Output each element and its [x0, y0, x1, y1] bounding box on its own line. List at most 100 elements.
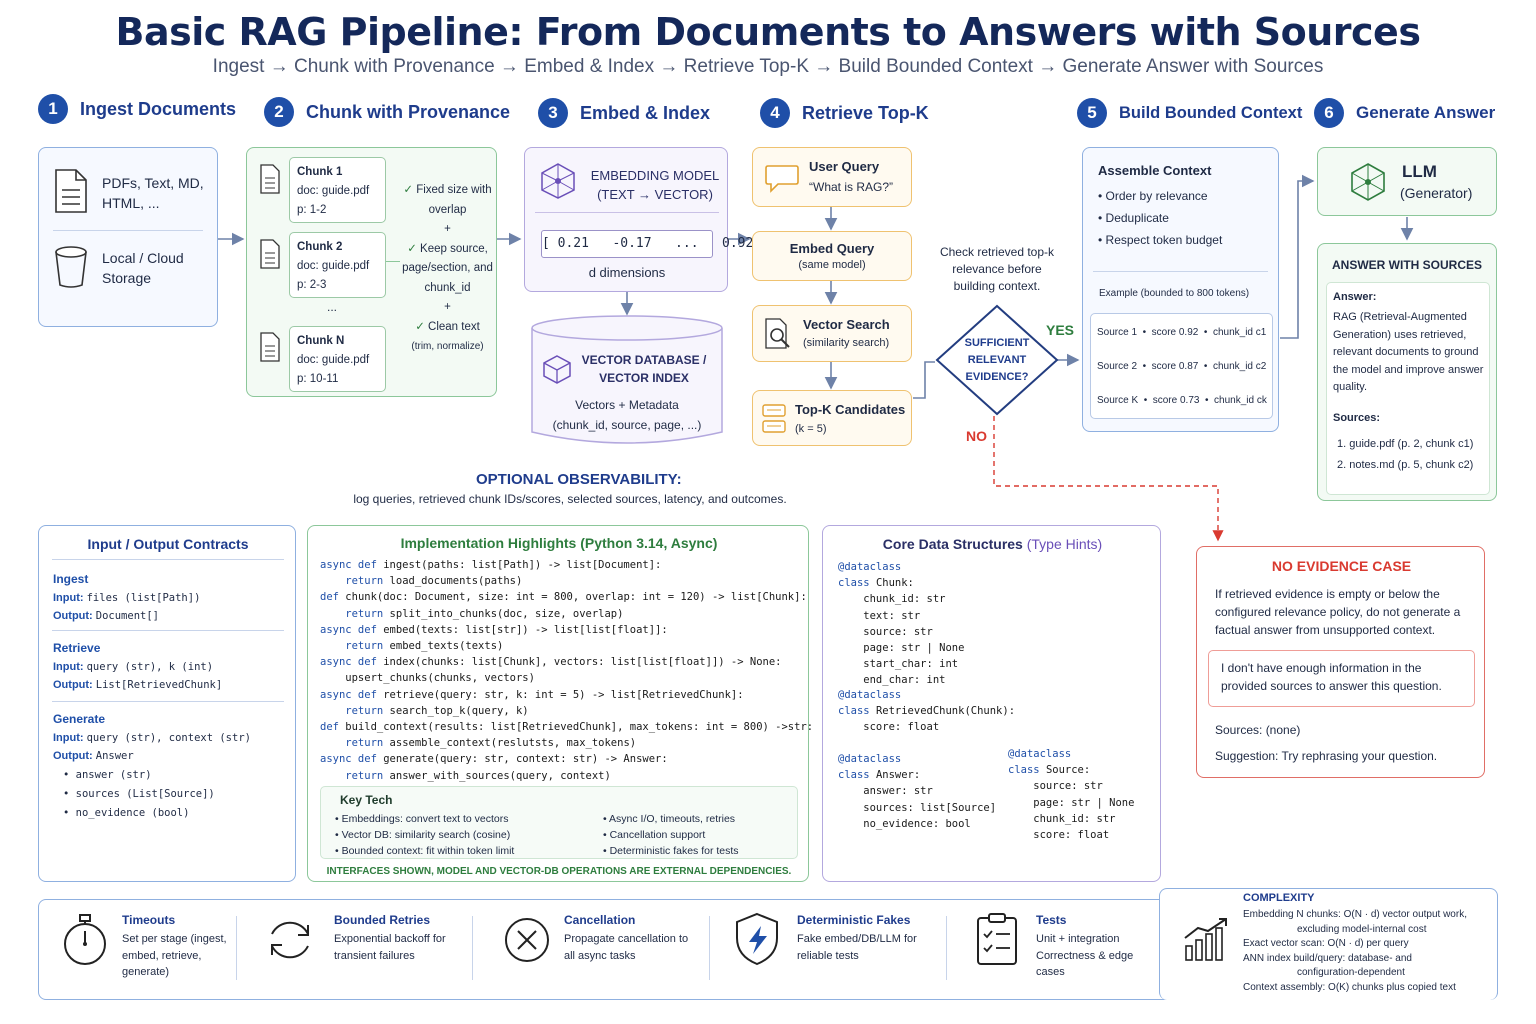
code-line: @dataclass: [838, 753, 902, 765]
chunk-name: Chunk 1: [297, 166, 343, 178]
vector-database-cylinder: [531, 315, 723, 444]
step-label: Generate Answer: [1356, 103, 1496, 122]
chunk-doc: doc: guide.pdf: [297, 260, 370, 272]
step-3-header: 3 Embed & Index: [538, 98, 710, 128]
step-number: 2: [264, 97, 294, 127]
step-number: 6: [1314, 98, 1344, 128]
code-line: class RetrievedChunk(Chunk):: [838, 705, 1016, 718]
step-label: Ingest Documents: [80, 98, 237, 119]
topk-sub: (k = 5): [795, 423, 827, 435]
code-line: @dataclass: [838, 689, 902, 701]
rule-plus: +: [444, 301, 451, 313]
divider: [52, 630, 284, 631]
step-label: Chunk with Provenance: [306, 101, 511, 122]
contracts-box: Input / Output Contracts Ingest Input: f…: [38, 525, 296, 882]
llm-title: LLM: [1402, 162, 1437, 181]
ingest-box: PDFs, Text, MD, HTML, ... Local / Cloud …: [38, 147, 218, 327]
key-tech-right: Async I/O, timeouts, retriesCancellation…: [603, 811, 739, 859]
divider: [535, 212, 719, 213]
contracts-title: Input / Output Contracts: [87, 536, 249, 552]
no-evidence-text: If retrieved evidence is empty or below …: [1215, 587, 1461, 637]
rule-clean-sub: (trim, normalize): [411, 341, 484, 352]
growth-chart-icon: [1184, 918, 1227, 961]
code-line: return load_documents(paths): [320, 575, 523, 588]
step-number: 1: [38, 94, 68, 124]
code-line: return assemble_context(reslutsts, max_t…: [320, 737, 637, 750]
document-icon: [260, 239, 280, 269]
code-line: class Chunk:: [838, 577, 914, 590]
list-icon: [762, 404, 786, 433]
user-query-text: “What is RAG?”: [809, 180, 894, 194]
code-listing: async def ingest(paths: list[Path]) -> l…: [320, 557, 813, 784]
chunk-name: Chunk N: [297, 335, 345, 347]
divider: [946, 916, 947, 980]
topk-title: Top-K Candidates: [795, 402, 906, 417]
code-line: @dataclass: [1008, 748, 1072, 760]
search-document-icon: [765, 318, 790, 349]
code-line: def chunk(doc: Document, size: int = 800…: [320, 591, 807, 604]
connector: [386, 261, 400, 262]
code-line: source: str: [838, 625, 933, 638]
check-icon: ✓: [407, 242, 417, 255]
step-number: 5: [1077, 98, 1107, 128]
embed-query-sub: (same model): [798, 259, 866, 271]
answer-panel: Answer: RAG (Retrieval-Augmented Generat…: [1326, 282, 1490, 495]
implementation-title: Implementation Highlights (Python 3.14, …: [400, 535, 718, 551]
step-number: 3: [538, 98, 568, 128]
stopwatch-icon: [64, 914, 106, 965]
divider: [52, 701, 284, 702]
code-line: page: str | None: [838, 642, 965, 655]
context-box: Assemble Context Order by relevance Dedu…: [1082, 147, 1279, 432]
chunk-doc: doc: guide.pdf: [297, 185, 370, 197]
answer-text: RAG (Retrieval-Augmented Generation) use…: [1333, 311, 1484, 393]
answer-field: answer (str): [63, 766, 251, 785]
code-line: return search_top_k(query, k): [320, 704, 529, 717]
complexity-lines: Embedding N chunks: O(N · d) vector outp…: [1243, 909, 1467, 993]
data-structures-title: Core Data Structures (Type Hints): [882, 536, 1103, 552]
data-structures-box: Core Data Structures (Type Hints) @datac…: [822, 525, 1161, 882]
context-source: Source 2 • score 0.87 • chunk_id c2: [1097, 361, 1267, 372]
answer-field: no_evidence (bool): [63, 804, 251, 823]
code-line: async def ingest(paths: list[Path]) -> l…: [320, 559, 662, 571]
context-sources-panel: Source 1 • score 0.92 • chunk_id c1 Sour…: [1090, 313, 1273, 419]
rule-fixed-size: ✓ Fixed size with overlap: [403, 184, 492, 216]
topk-candidates-box: Top-K Candidates (k = 5): [752, 390, 912, 446]
implementation-footer: INTERFACES SHOWN, MODEL AND VECTOR-DB OP…: [326, 866, 792, 877]
vector-search-sub: (similarity search): [803, 337, 890, 349]
step-label: Retrieve Top-K: [802, 102, 929, 123]
key-tech-panel: Key Tech Embeddings: convert text to vec…: [320, 786, 798, 859]
code-line: source: str: [1008, 780, 1103, 793]
rule-keep-source: ✓ Keep source, page/section, and chunk_i…: [402, 242, 493, 294]
code-line: page: str | None: [1008, 796, 1135, 809]
decision-text: SUFFICIENT RELEVANT EVIDENCE?: [964, 337, 1030, 383]
ingest-storage-label: Local / Cloud Storage: [102, 250, 184, 286]
step-label: Embed & Index: [580, 102, 711, 123]
check-icon: ✓: [403, 184, 413, 196]
contract-generate: Generate Input: query (str), context (st…: [53, 710, 251, 823]
chunk-name: Chunk 2: [297, 241, 343, 253]
context-example-label: Example (bounded to 800 tokens): [1099, 288, 1250, 299]
answer-label: Answer:: [1333, 291, 1377, 303]
divider: [53, 230, 203, 231]
page-title: Basic RAG Pipeline: From Documents to An…: [115, 10, 1421, 54]
code-line: no_evidence: bool: [838, 817, 971, 830]
step-2-header: 2 Chunk with Provenance: [264, 97, 510, 127]
chat-bubble-icon: [765, 165, 799, 193]
divider: [709, 916, 710, 980]
checklist-icon: [977, 913, 1017, 965]
decision-yes-label: YES: [1046, 322, 1075, 338]
context-source: Source 1 • score 0.92 • chunk_id c1: [1097, 327, 1267, 338]
code-line: def build_context(results: list[Retrieve…: [320, 721, 814, 734]
key-tech-left: Embeddings: convert text to vectorsVecto…: [335, 811, 515, 859]
document-icon: [260, 164, 280, 194]
embed-query-box: Embed Query (same model): [752, 231, 912, 281]
rule-plus: +: [444, 223, 451, 235]
code-line: return split_into_chunks(doc, size, over…: [320, 607, 624, 620]
chunk-page: p: 2-3: [297, 279, 327, 291]
